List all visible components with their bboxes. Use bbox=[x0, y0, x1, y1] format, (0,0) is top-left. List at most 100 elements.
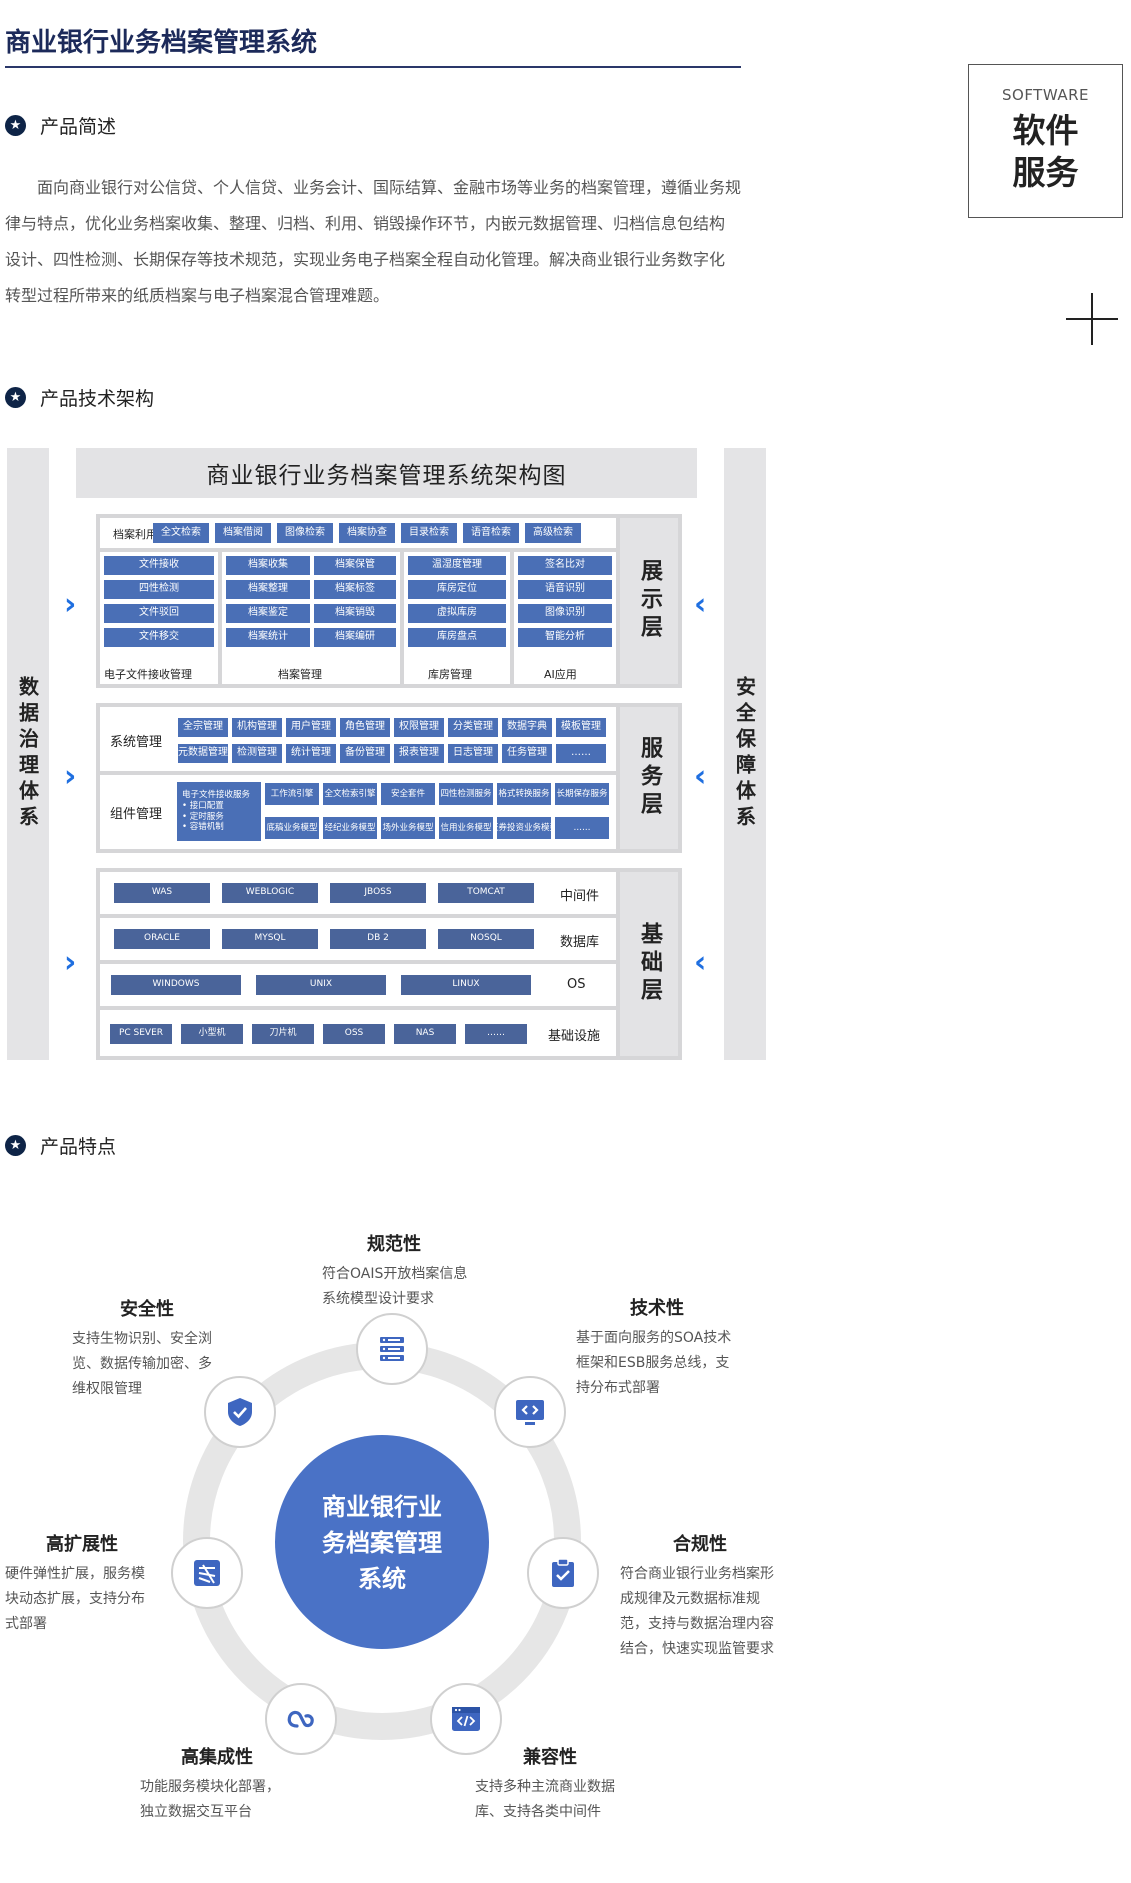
system-module: 角色管理 bbox=[340, 718, 390, 737]
archive-item: 档案销毁 bbox=[314, 604, 396, 623]
intro-paragraph: 面向商业银行对公信贷、个人信贷、业务会计、国际结算、金融市场等业务的档案管理，遵… bbox=[5, 178, 742, 305]
component-module: 经纪业务模型 bbox=[323, 817, 377, 839]
component-module: 全文检索引擎 bbox=[323, 783, 377, 805]
row-label: 档案利用 bbox=[113, 528, 157, 541]
chevron-right-icon: › bbox=[64, 587, 77, 622]
ingest-item: 文件驳回 bbox=[104, 604, 214, 623]
system-module: 日志管理 bbox=[448, 744, 498, 763]
system-module: 报表管理 bbox=[394, 744, 444, 763]
section-heading-features: ★ 产品特点 bbox=[5, 1132, 116, 1159]
layer-label: 展示层 bbox=[637, 559, 662, 643]
system-module: 任务管理 bbox=[502, 744, 552, 763]
system-module: 模板管理 bbox=[556, 718, 606, 737]
system-module: 权限管理 bbox=[394, 718, 444, 737]
service-line: • 容错机制 bbox=[182, 822, 224, 833]
warehouse-item: 库房定位 bbox=[408, 580, 506, 599]
feature-description: 支持生物识别、安全浏 览、数据传输加密、多 维权限管理 bbox=[72, 1331, 212, 1397]
infrastructure-module: 小型机 bbox=[181, 1024, 243, 1044]
section-title: 产品特点 bbox=[40, 1136, 117, 1158]
service-line: • 定时服务 bbox=[182, 811, 224, 822]
architecture-title: 商业银行业务档案管理系统架构图 bbox=[76, 448, 697, 498]
component-module: 安全套件 bbox=[381, 783, 435, 805]
warehouse-item: 虚拟库房 bbox=[408, 604, 506, 623]
column-label: 档案管理 bbox=[278, 668, 322, 681]
service-line: 电子文件接收服务 bbox=[182, 790, 251, 801]
infrastructure-module: PC SEVER bbox=[110, 1024, 172, 1044]
component-module: 底稿业务模型 bbox=[265, 817, 319, 839]
clipboard-check-icon bbox=[527, 1537, 599, 1609]
feature-title: 安全性 bbox=[120, 1299, 174, 1320]
section-title: 产品简述 bbox=[40, 116, 117, 138]
component-module: …… bbox=[555, 817, 609, 839]
service-line: • 接口配置 bbox=[182, 800, 224, 811]
brand-english: SOFTWARE bbox=[1001, 86, 1090, 104]
utilization-button: 档案借阅 bbox=[215, 523, 271, 543]
ingest-item: 文件接收 bbox=[104, 556, 214, 575]
display-layer: 档案利用 电子文件接收管理 档案管理 库房管理 AI应用 展示层 全文检索档案借… bbox=[96, 514, 682, 688]
layer-label-box: 服务层 bbox=[620, 707, 678, 849]
chevron-left-icon: ‹ bbox=[694, 945, 707, 980]
brand-chinese: 软件 服务 bbox=[1012, 111, 1079, 192]
layer-label: 服务层 bbox=[637, 736, 662, 820]
utilization-button: 目录检索 bbox=[401, 523, 457, 543]
archive-item: 档案保管 bbox=[314, 556, 396, 575]
section-heading-intro: ★ 产品简述 bbox=[5, 112, 116, 139]
layer-label: 基础层 bbox=[637, 922, 662, 1006]
ai-item: 智能分析 bbox=[518, 628, 612, 647]
shield-check-icon bbox=[204, 1376, 276, 1448]
features-center-title: 商业银行业 务档案管理 系统 bbox=[275, 1435, 489, 1649]
middleware-module: WAS bbox=[114, 883, 210, 903]
section-heading-architecture: ★ 产品技术架构 bbox=[5, 384, 154, 411]
component-module: 长期保存服务 bbox=[555, 783, 609, 805]
column-label: 库房管理 bbox=[428, 668, 472, 681]
os-module: UNIX bbox=[256, 975, 386, 995]
feature-title: 合规性 bbox=[673, 1534, 727, 1555]
row-label: OS bbox=[567, 977, 586, 992]
ai-item: 语音识别 bbox=[518, 580, 612, 599]
feature-description: 支持多种主流商业数据 库、支持各类中间件 bbox=[475, 1779, 615, 1820]
row-label: 基础设施 bbox=[548, 1029, 601, 1044]
archive-item: 档案收集 bbox=[226, 556, 310, 575]
system-module: 元数据管理 bbox=[178, 744, 228, 763]
feature-title: 兼容性 bbox=[523, 1747, 577, 1768]
archive-item: 档案鉴定 bbox=[226, 604, 310, 623]
system-module: 分类管理 bbox=[448, 718, 498, 737]
code-window-icon bbox=[430, 1683, 502, 1755]
component-module: 场外业务模型 bbox=[381, 817, 435, 839]
middleware-module: TOMCAT bbox=[438, 883, 534, 903]
archive-item: 档案统计 bbox=[226, 628, 310, 647]
database-module: NOSQL bbox=[438, 929, 534, 949]
feature-title: 技术性 bbox=[630, 1298, 684, 1319]
database-module: MYSQL bbox=[222, 929, 318, 949]
row-label: 组件管理 bbox=[110, 807, 163, 822]
row-label: 系统管理 bbox=[110, 735, 163, 750]
layer-label-box: 基础层 bbox=[620, 872, 678, 1056]
middleware-module: WEBLOGIC bbox=[222, 883, 318, 903]
warehouse-item: 温湿度管理 bbox=[408, 556, 506, 575]
star-icon: ★ bbox=[5, 1135, 26, 1156]
data-governance-sidebar: 数据治理体系 bbox=[7, 448, 49, 1060]
sidebar-label: 数据治理体系 bbox=[15, 676, 40, 832]
feature-description: 基于面向服务的SOA技术 框架和ESB服务总线，支 持分布式部署 bbox=[576, 1330, 732, 1396]
infrastructure-module: 刀片机 bbox=[252, 1024, 314, 1044]
system-module: 备份管理 bbox=[340, 744, 390, 763]
os-module: LINUX bbox=[401, 975, 531, 995]
utilization-button: 全文检索 bbox=[153, 523, 209, 543]
middleware-module: JBOSS bbox=[330, 883, 426, 903]
database-module: ORACLE bbox=[114, 929, 210, 949]
ingest-item: 四性检测 bbox=[104, 580, 214, 599]
row-label: 中间件 bbox=[560, 889, 600, 904]
layer-label-box: 展示层 bbox=[620, 518, 678, 684]
system-module: 全宗管理 bbox=[178, 718, 228, 737]
archive-item: 档案标签 bbox=[314, 580, 396, 599]
system-module: 机构管理 bbox=[232, 718, 282, 737]
title-divider bbox=[5, 66, 741, 68]
chevron-right-icon: › bbox=[64, 945, 77, 980]
infrastructure-module: OSS bbox=[323, 1024, 385, 1044]
archive-item: 档案整理 bbox=[226, 580, 310, 599]
system-module: 检测管理 bbox=[232, 744, 282, 763]
feature-title: 高集成性 bbox=[181, 1747, 253, 1768]
chevron-left-icon: ‹ bbox=[694, 587, 707, 622]
feature-description: 功能服务模块化部署， 独立数据交互平台 bbox=[140, 1779, 280, 1820]
